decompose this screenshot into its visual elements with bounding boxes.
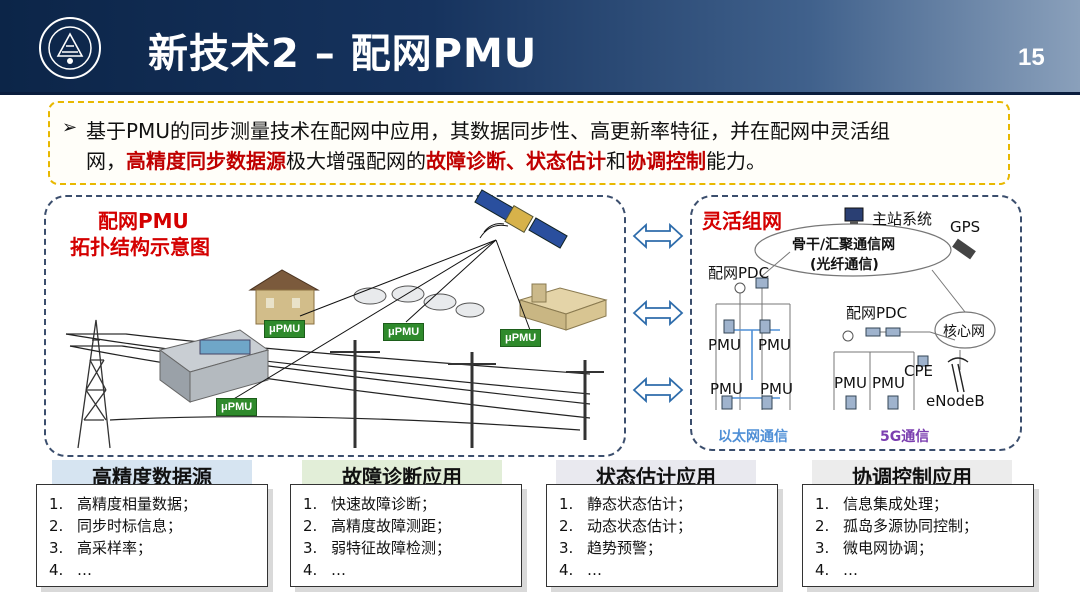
pmu-label: PMU: [710, 380, 743, 398]
intro-box: ➢ 基于PMU的同步测量技术在配网中应用，其数据同步性、高更新率特征，并在配网中…: [48, 101, 1010, 185]
list-item: 3.微电网协调；: [815, 539, 934, 557]
list-item: 4.…: [49, 561, 92, 579]
intro-text: 极大增强配网的: [286, 149, 426, 173]
topology-title-line-2: 拓扑结构示意图: [70, 235, 210, 259]
list-item: 1.快速故障诊断；: [303, 495, 437, 513]
5g-label: 5G通信: [880, 429, 930, 445]
card-data-source: 1.高精度相量数据； 2.同步时标信息； 3.高采样率； 4.…: [36, 484, 268, 587]
networking-region: [690, 195, 1022, 451]
intro-line-1: 基于PMU的同步测量技术在配网中应用，其数据同步性、高更新率特征，并在配网中灵活…: [86, 119, 890, 143]
intro-text: 和: [606, 149, 626, 173]
topology-region: [44, 195, 626, 457]
gps-label: GPS: [950, 218, 981, 236]
double-arrow-icon: [632, 223, 684, 249]
list-item: 3.高采样率；: [49, 539, 153, 557]
page-title: 新技术2 – 配网PMU: [148, 31, 538, 77]
enodeb-tower-icon: [947, 357, 969, 393]
header-divider: [0, 92, 1080, 95]
list-item: 1.高精度相量数据；: [49, 495, 198, 513]
list-item: 2.同步时标信息；: [49, 517, 183, 535]
header-bar: 新技术2 – 配网PMU 15: [0, 0, 1080, 95]
networking-title: 灵活组网: [702, 209, 782, 233]
master-station-label: 主站系统: [872, 210, 933, 228]
transmission-tower-icon: [66, 319, 126, 449]
list-item: 2.孤岛多源协同控制；: [815, 517, 979, 535]
intro-highlight-diagnosis: 故障诊断、状态估计: [426, 149, 606, 173]
intro-highlight-control: 协调控制: [626, 149, 706, 173]
topology-title-line-1: 配网PMU: [98, 209, 189, 233]
university-logo-icon: [38, 16, 102, 80]
house-icon: [248, 269, 320, 325]
intro-text: 能力。: [706, 149, 766, 173]
list-item: 3.弱特征故障检测；: [303, 539, 452, 557]
substation-icon: [158, 329, 270, 403]
card-coordinated-control: 1.信息集成处理； 2.孤岛多源协同控制； 3.微电网协调； 4.…: [802, 484, 1034, 587]
bullet-arrow-icon: ➢: [62, 117, 78, 138]
list-item: 4.…: [815, 561, 858, 579]
double-arrow-icon: [632, 300, 684, 326]
list-item: 4.…: [559, 561, 602, 579]
core-network-label: 核心网: [943, 324, 985, 340]
upmu-badge-cars: μPMU: [383, 323, 425, 341]
pmu-label: PMU: [708, 336, 741, 354]
gps-satellite-icon: [952, 238, 976, 260]
double-arrow-icon: [632, 377, 684, 403]
upmu-badge-house: μPMU: [264, 320, 306, 338]
computer-icon: [844, 207, 864, 224]
upmu-badge-factory: μPMU: [500, 329, 542, 347]
cpe-label: CPE: [904, 362, 933, 380]
pmu-label: PMU: [760, 380, 793, 398]
list-item: 1.静态状态估计；: [559, 495, 693, 513]
list-item: 4.…: [303, 561, 346, 579]
satellite-icon: [474, 189, 568, 249]
page-number: 15: [1018, 44, 1045, 71]
list-item: 3.趋势预警；: [559, 539, 663, 557]
upmu-badge-substation: μPMU: [216, 398, 258, 416]
card-fault-diagnosis: 1.快速故障诊断； 2.高精度故障测距； 3.弱特征故障检测； 4.…: [290, 484, 522, 587]
backbone-network-label: 骨干/汇聚通信网: [792, 237, 896, 253]
pdc-left-label: 配网PDC: [708, 264, 770, 282]
pdc-right-label: 配网PDC: [846, 304, 908, 322]
intro-line-2: 网，高精度同步数据源极大增强配网的故障诊断、状态估计和协调控制能力。: [86, 147, 766, 175]
intro-text: 网，: [86, 149, 126, 173]
list-item: 1.信息集成处理；: [815, 495, 949, 513]
enodeb-label: eNodeB: [926, 392, 985, 410]
intro-highlight-data-source: 高精度同步数据源: [126, 149, 286, 173]
factory-icon: [518, 283, 608, 331]
card-state-estimation: 1.静态状态估计； 2.动态状态估计； 3.趋势预警； 4.…: [546, 484, 778, 587]
optical-fiber-label: (光纤通信): [810, 257, 879, 273]
list-item: 2.高精度故障测距；: [303, 517, 452, 535]
pmu-label: PMU: [872, 374, 905, 392]
pmu-label: PMU: [758, 336, 791, 354]
ethernet-label: 以太网通信: [718, 429, 788, 445]
list-item: 2.动态状态估计；: [559, 517, 693, 535]
pmu-label: PMU: [834, 374, 867, 392]
